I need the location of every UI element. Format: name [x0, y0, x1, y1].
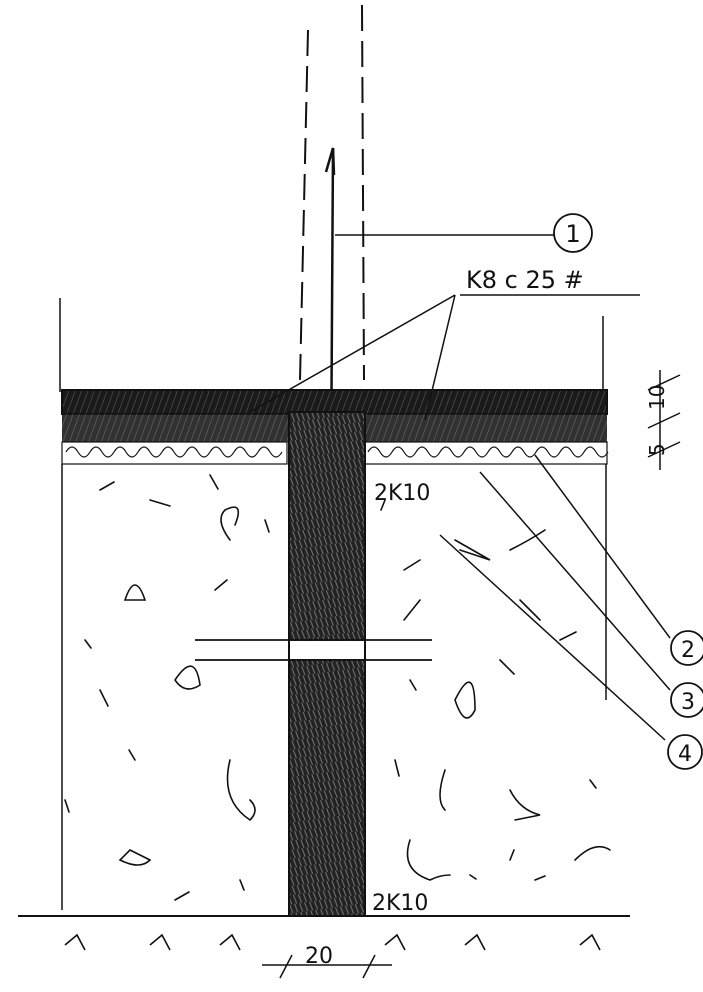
rebar-bottom-label: 2K10	[372, 891, 428, 916]
rebar-top-label: K8 c 25 #	[466, 266, 584, 294]
callout-circle-3: 3	[670, 682, 703, 718]
rebar-leaders	[249, 294, 640, 421]
callout-circle-1: 1	[553, 213, 593, 253]
dimension-wall-text: 20	[305, 944, 333, 969]
dimension-gravel-text: 5	[645, 443, 669, 456]
dimension-slab-text: 10	[645, 385, 669, 410]
callout-circle-4: 4	[667, 734, 703, 770]
callout-4-number: 4	[678, 742, 692, 767]
dimension-wall-width	[262, 954, 392, 979]
soil-marks	[64, 474, 611, 901]
callout-3-number: 3	[681, 690, 695, 715]
callout-leaders	[439, 454, 671, 741]
upper-wall-outline	[299, 4, 365, 381]
foundation-wall	[288, 411, 366, 917]
callout-circle-2: 2	[670, 630, 703, 666]
floor-lines	[59, 298, 604, 392]
dimension-slab-gravel	[647, 370, 681, 470]
callout-1-number: 1	[565, 220, 580, 248]
rebar-mid-label: 2K10	[374, 481, 430, 506]
callout-2-number: 2	[681, 638, 695, 663]
soil-edges	[61, 464, 607, 910]
ground-ticks	[64, 933, 601, 951]
floor-slab	[61, 389, 608, 415]
break-line	[195, 639, 432, 661]
gravel-layer	[61, 441, 609, 465]
